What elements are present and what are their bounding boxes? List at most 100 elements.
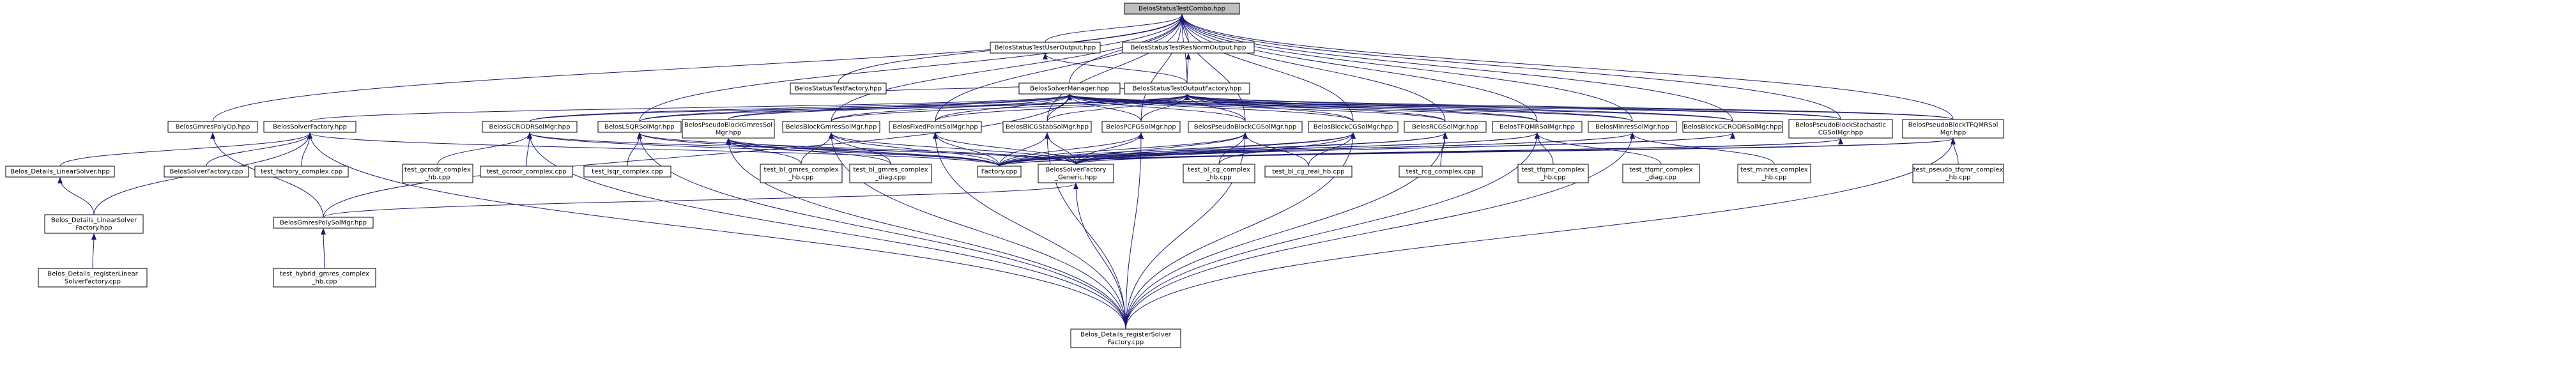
graph-node-tpbtfqmr_hb[interactable]: test_pseudo_tfqmr_complex_hb.cpp bbox=[1912, 164, 2004, 183]
node-label: BelosBlockCGSolMgr.hpp bbox=[1314, 124, 1393, 131]
edge-detreg-to-pbgmres bbox=[726, 138, 1126, 330]
node-label: BelosStatusTestOutputFactory.hpp bbox=[1133, 86, 1242, 93]
graph-node-bcg[interactable]: BelosBlockCGSolMgr.hpp bbox=[1308, 121, 1399, 133]
node-label: _hb.cpp bbox=[1945, 174, 1970, 181]
node-label: BelosPseudoBlockCGSolMgr.hpp bbox=[1194, 124, 1297, 131]
graph-node-sfgen[interactable]: BelosSolverFactory_Generic.hpp bbox=[1038, 164, 1114, 183]
node-label: Belos_Details_LinearSolver.hpp bbox=[10, 169, 110, 176]
graph-node-bicgstab[interactable]: BelosBiCGStabSolMgr.hpp bbox=[1002, 121, 1092, 133]
node-label: Mgr.hpp bbox=[1940, 130, 1966, 137]
graph-node-pbcg[interactable]: BelosPseudoBlockCGSolMgr.hpp bbox=[1188, 121, 1303, 133]
node-label: BelosRCGSolMgr.hpp bbox=[1412, 124, 1478, 131]
edge-sfgen-to-pbstoch bbox=[1075, 138, 1843, 165]
node-label: test_factory_complex.cpp bbox=[261, 169, 342, 176]
node-label: test_bl_gmres_complex bbox=[853, 167, 928, 174]
node-label: BelosFixedPointSolMgr.hpp bbox=[893, 124, 978, 131]
node-label: BelosPCPGSolMgr.hpp bbox=[1106, 124, 1176, 131]
edge-bgcrodr-to-root bbox=[1179, 14, 1733, 122]
edge-pbtfqmr-to-outfact bbox=[1184, 94, 1954, 120]
graph-node-stfac[interactable]: BelosStatusTestFactory.hpp bbox=[790, 82, 887, 95]
edge-gcrodr-to-mgr bbox=[529, 94, 1072, 122]
node-box bbox=[273, 217, 374, 229]
node-box bbox=[1788, 119, 1893, 139]
graph-node-bgcrodr[interactable]: BelosBlockGCRODRSolMgr.hpp bbox=[1682, 121, 1783, 133]
edge-fixedpoint-to-root bbox=[935, 14, 1184, 122]
edge-pbstoch-to-mgr bbox=[1067, 94, 1841, 120]
node-box bbox=[583, 166, 671, 178]
graph-node-ttfqmr_diag[interactable]: test_tfqmr_complex_diag.cpp bbox=[1622, 164, 1700, 183]
graph-node-mgr[interactable]: BelosSolverManager.hpp bbox=[1018, 82, 1121, 95]
graph-node-rcg[interactable]: BelosRCGSolMgr.hpp bbox=[1404, 121, 1487, 133]
node-label: BelosPseudoBlockStochastic bbox=[1795, 122, 1886, 129]
node-box bbox=[167, 121, 258, 133]
graph-node-fixedpoint[interactable]: BelosFixedPointSolMgr.hpp bbox=[889, 121, 982, 133]
graph-node-useroutput[interactable]: BelosStatusTestUserOutput.hpp bbox=[990, 42, 1101, 54]
edge-tgcc_hb-to-gcrodr bbox=[437, 132, 532, 165]
node-box bbox=[977, 166, 1022, 178]
node-box bbox=[1183, 164, 1255, 183]
graph-node-tfcc[interactable]: test_factory_complex.cpp bbox=[254, 166, 349, 178]
node-box bbox=[1404, 121, 1487, 133]
node-label: BelosSolverFactory.cpp bbox=[169, 169, 243, 176]
node-label: BelosPseudoBlockTFQMRSol bbox=[1908, 122, 1998, 129]
graph-node-tbgc_hb[interactable]: test_bl_gmres_complex_hb.cpp bbox=[760, 164, 843, 183]
graph-node-factcpp[interactable]: Factory.cpp bbox=[977, 166, 1022, 178]
edge-factcpp-to-solverfactory bbox=[307, 132, 1000, 167]
graph-node-gcrodr[interactable]: BelosGCRODRSolMgr.hpp bbox=[482, 121, 578, 133]
node-box bbox=[1070, 328, 1181, 348]
edge-tfqmr-to-outfact bbox=[1184, 94, 1538, 122]
graph-node-tgcc_hb[interactable]: test_gcrodr_complex_hb.cpp bbox=[402, 164, 473, 183]
graph-node-sfcpp[interactable]: BelosSolverFactory.cpp bbox=[164, 166, 249, 178]
node-label: Factory.cpp bbox=[1108, 339, 1144, 346]
edge-gmrespoly-to-mgr bbox=[323, 94, 1072, 218]
graph-node-tlsqr[interactable]: test_lsqr_complex.cpp bbox=[583, 166, 671, 178]
node-box bbox=[44, 214, 144, 234]
graph-node-detlin[interactable]: Belos_Details_LinearSolver.hpp bbox=[5, 166, 115, 178]
graph-node-bgmres[interactable]: BelosBlockGmresSolMgr.hpp bbox=[782, 121, 880, 133]
graph-node-minres[interactable]: BelosMinresSolMgr.hpp bbox=[1588, 121, 1677, 133]
node-box bbox=[1124, 82, 1250, 95]
node-label: Factory.cpp bbox=[981, 169, 1017, 176]
graph-node-gmrespolyop[interactable]: BelosGmresPolyOp.hpp bbox=[167, 121, 258, 133]
node-label: BelosBlockGmresSolMgr.hpp bbox=[786, 124, 877, 131]
edge-factcpp-to-lsqr bbox=[637, 132, 1000, 167]
graph-node-lsqr[interactable]: BelosLSQRSolMgr.hpp bbox=[597, 121, 682, 133]
edge-pcpg-to-root bbox=[1140, 14, 1184, 122]
node-box bbox=[1912, 164, 2004, 183]
graph-node-tgcc[interactable]: test_gcrodr_complex.cpp bbox=[480, 166, 573, 178]
node-label: test_bl_cg_real_hb.cpp bbox=[1272, 169, 1344, 176]
edge-detreg-to-sfgen bbox=[1073, 183, 1126, 330]
graph-node-detreglin[interactable]: Belos_Details_registerLinearSolverFactor… bbox=[38, 268, 148, 288]
graph-node-tbcg_hb[interactable]: test_bl_cg_complex_hb.cpp bbox=[1183, 164, 1255, 183]
node-label: BelosGCRODRSolMgr.hpp bbox=[489, 124, 571, 131]
graph-node-tminres_hb[interactable]: test_minres_complex_hb.cpp bbox=[1737, 164, 1811, 183]
edge-factcpp-to-bgmres bbox=[829, 132, 1000, 167]
node-label: test_minres_complex bbox=[1740, 167, 1808, 174]
node-box bbox=[5, 166, 115, 178]
node-box bbox=[254, 166, 349, 178]
graph-node-solverfactory[interactable]: BelosSolverFactory.hpp bbox=[263, 121, 356, 133]
edge-rcg-to-root bbox=[1179, 14, 1446, 122]
graph-node-outfact[interactable]: BelosStatusTestOutputFactory.hpp bbox=[1124, 82, 1250, 95]
graph-node-tbgc_diag[interactable]: test_bl_gmres_complex_diag.cpp bbox=[849, 164, 932, 183]
graph-node-pcpg[interactable]: BelosPCPGSolMgr.hpp bbox=[1101, 121, 1181, 133]
graph-node-tbcgreal[interactable]: test_bl_cg_real_hb.cpp bbox=[1264, 166, 1353, 178]
graph-node-thybrid[interactable]: test_hybrid_gmres_complex_hb.cpp bbox=[273, 268, 376, 288]
graph-node-ttfqmr_hb[interactable]: test_tfqmr_complex_hb.cpp bbox=[1517, 164, 1589, 183]
graph-node-gmrespoly[interactable]: BelosGmresPolySolMgr.hpp bbox=[273, 217, 374, 229]
node-box bbox=[782, 121, 880, 133]
node-label: BelosSolverFactory bbox=[1045, 167, 1106, 174]
graph-node-trcg[interactable]: test_rcg_complex.cpp bbox=[1399, 166, 1483, 178]
graph-node-resnorm[interactable]: BelosStatusTestResNormOutput.hpp bbox=[1122, 42, 1255, 54]
node-box bbox=[1588, 121, 1677, 133]
graph-node-tfqmr[interactable]: BelosTFQMRSolMgr.hpp bbox=[1492, 121, 1583, 133]
edge-tgcc-to-gcrodr bbox=[526, 132, 532, 167]
node-box bbox=[1188, 121, 1303, 133]
graph-node-root[interactable]: BelosStatusTestCombo.hpp bbox=[1124, 3, 1240, 15]
node-box bbox=[889, 121, 982, 133]
